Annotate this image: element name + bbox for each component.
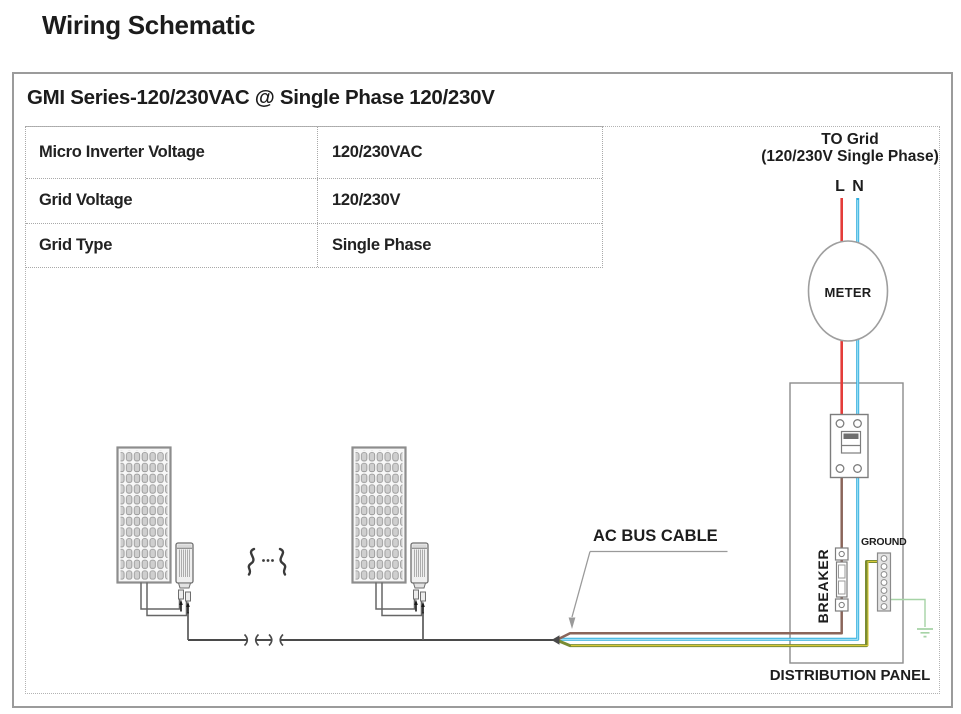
spec-label-micro-inverter-voltage: Micro Inverter Voltage [26, 127, 318, 178]
solar-panel [351, 446, 407, 584]
cable-break-marks [243, 633, 284, 647]
ground-bus-bar [876, 552, 892, 612]
distribution-panel-label: DISTRIBUTION PANEL [769, 667, 931, 684]
page-title: Wiring Schematic [42, 10, 256, 40]
ac-bus-cable-label: AC BUS CABLE [593, 527, 718, 545]
ground-wire-core [571, 560, 879, 647]
spec-table: Micro Inverter Voltage 120/230VAC Grid V… [25, 126, 603, 268]
spec-label-grid-voltage: Grid Voltage [26, 179, 318, 223]
neutral-wire-core [558, 200, 859, 640]
to-grid-label: TO Grid [821, 131, 879, 148]
ac-bus-trunk [188, 633, 556, 647]
meter-ellipse [807, 240, 889, 342]
ground-label: GROUND [861, 536, 907, 548]
table-row: Grid Voltage 120/230V [26, 179, 602, 224]
spec-label-grid-type: Grid Type [26, 223, 318, 267]
grid-breaker [829, 413, 869, 479]
inverter-drop-wires [187, 612, 424, 640]
branch-breaker [834, 547, 849, 612]
schematic-frame [12, 72, 953, 708]
neutral-terminal-label: N [852, 178, 864, 195]
earth-ground-symbol [917, 628, 933, 638]
micro-inverter [175, 542, 194, 615]
spec-value-micro-inverter-voltage: 120/230VAC [332, 143, 423, 161]
leader-line [571, 550, 728, 618]
solar-panel [116, 446, 172, 584]
table-row: Micro Inverter Voltage 120/230VAC [26, 127, 602, 179]
spec-value-grid-type: Single Phase [332, 235, 432, 254]
continuation-squiggle [247, 547, 287, 576]
micro-inverter [410, 542, 429, 615]
panel-inverter-wires [140, 582, 423, 617]
leader-arrowhead [568, 617, 576, 629]
earth-wire [890, 598, 926, 627]
meter-label: METER [824, 285, 872, 300]
to-grid-voltage-label: (120/230V Single Phase) [761, 148, 939, 165]
spec-value-grid-voltage: 120/230V [332, 191, 401, 210]
line-terminal-label: L [835, 178, 845, 195]
table-row: Grid Type Single Phase [26, 223, 602, 267]
breaker-label: BREAKER [815, 548, 831, 624]
schematic-title: GMI Series-120/230VAC @ Single Phase 120… [27, 86, 495, 109]
continuation-dots [262, 559, 274, 562]
